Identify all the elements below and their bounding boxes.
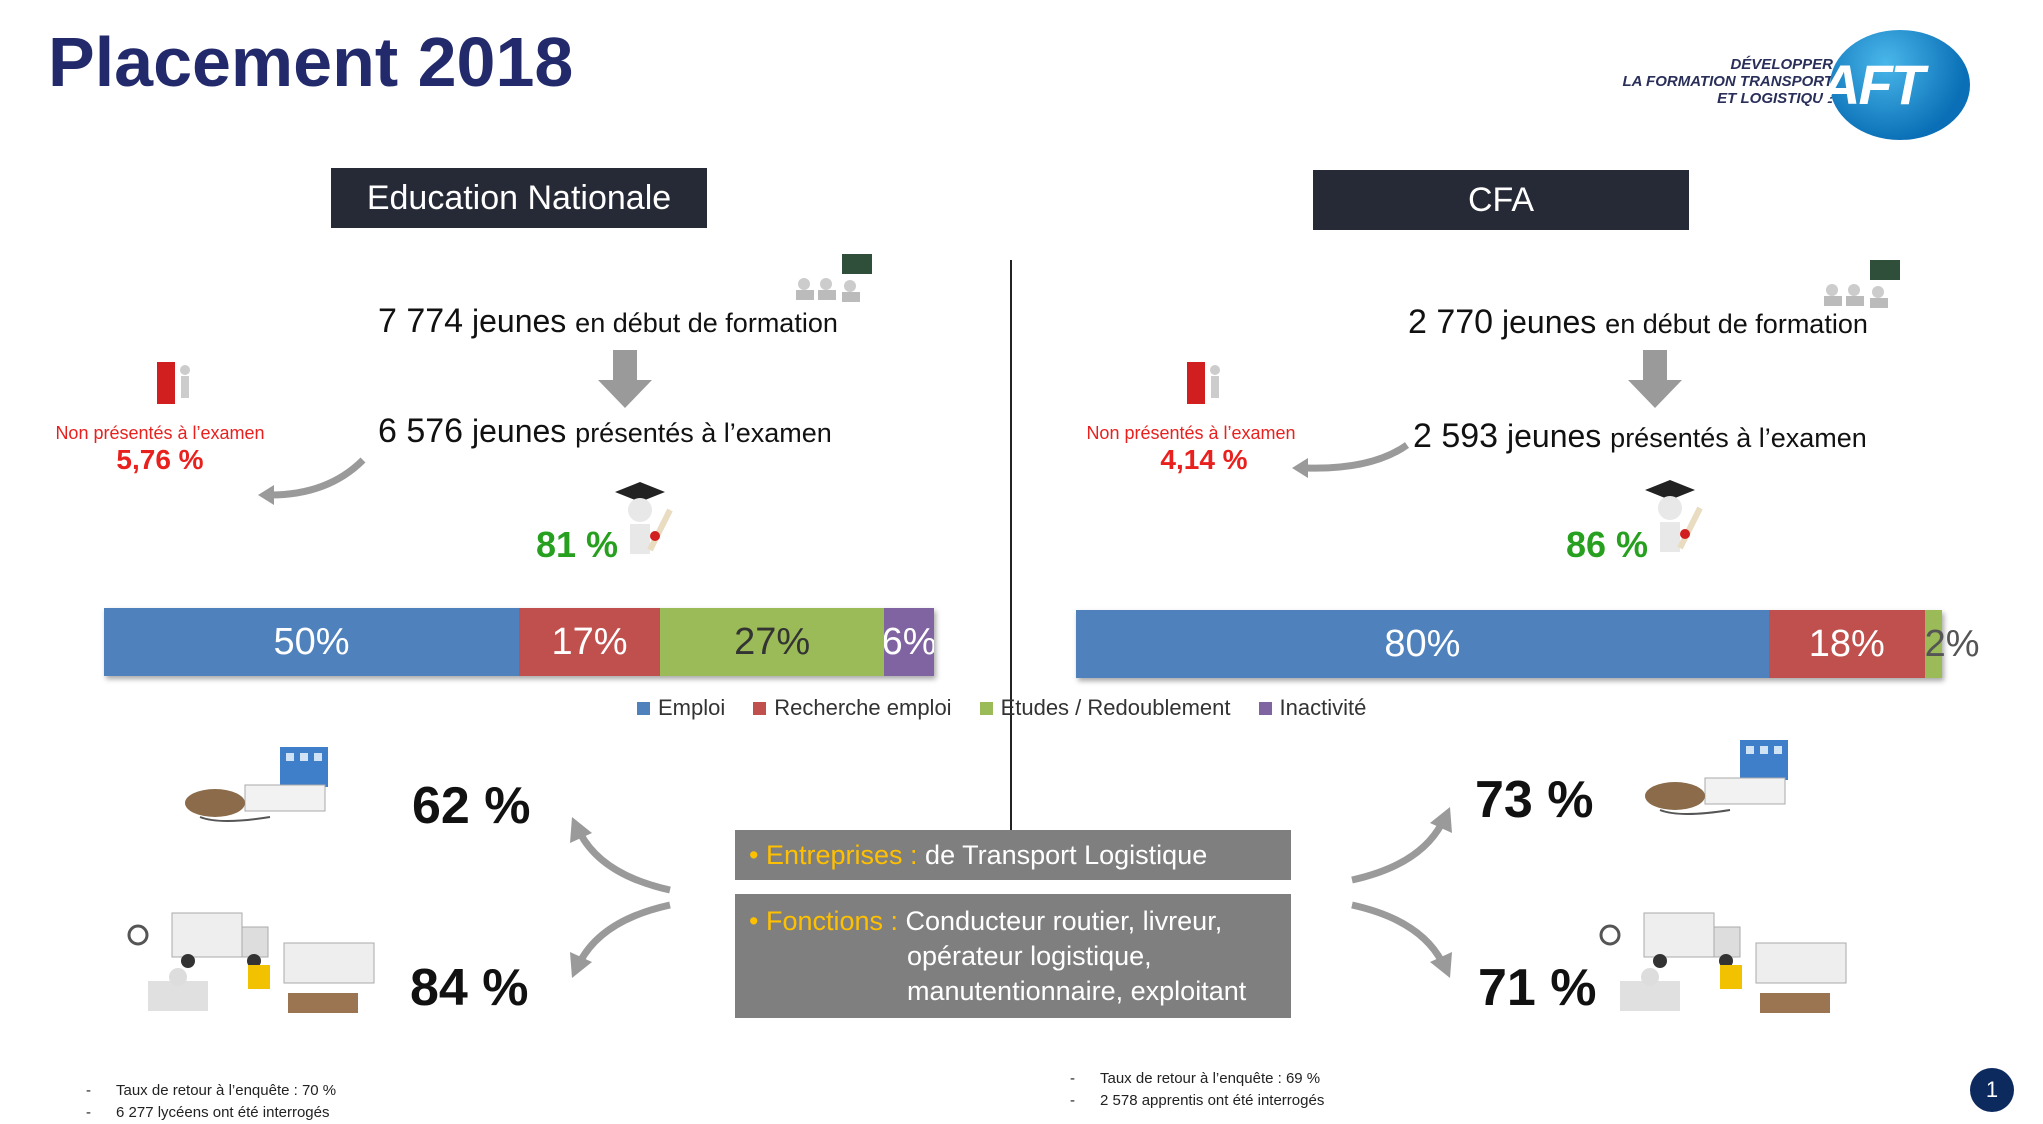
- right-fonction-pct: 71 %: [1478, 959, 1597, 1017]
- logo-line-2: LA FORMATION TRANSPORT: [1622, 73, 1833, 90]
- legend-item-recherche: Recherche emploi: [753, 695, 952, 721]
- left-exam-number: 6 576: [378, 412, 464, 450]
- legend-swatch: [753, 701, 767, 715]
- right-footnotes: -Taux de retour à l’enquête : 69 % -2 57…: [1070, 1068, 1324, 1112]
- legend-swatch: [1258, 701, 1272, 715]
- fonctions-value-2: opérateur logistique,: [907, 941, 1152, 971]
- right-success-pct: 86 %: [1566, 524, 1649, 565]
- left-start-rest: en début de formation: [575, 308, 838, 338]
- right-exam-number: 2 593: [1413, 417, 1499, 455]
- footnote-text: 2 578 apprentis ont été interrogés: [1100, 1092, 1325, 1109]
- legend-item-inactivite: Inactivité: [1258, 695, 1367, 721]
- left-exam-line: 6 576 jeunes présentés à l’examen: [378, 412, 832, 451]
- right-start-number: 2 770: [1408, 303, 1494, 341]
- right-start-rest: en début de formation: [1605, 309, 1868, 339]
- fonctions-value-3: manutentionnaire, exploitant: [907, 976, 1247, 1006]
- logistics-jobs-icon: [1599, 912, 1847, 1013]
- bullet: •: [749, 840, 759, 870]
- legend-label: Recherche emploi: [774, 695, 952, 720]
- right-footnote-2: -2 578 apprentis ont été interrogés: [1070, 1092, 1325, 1109]
- center-divider: [1010, 260, 1012, 830]
- bullet: •: [749, 906, 759, 936]
- curved-arrow-left-icon: [1292, 442, 1410, 478]
- down-arrow-icon: [1628, 350, 1682, 408]
- logistics-jobs-icon: [127, 912, 375, 1013]
- legend-swatch: [637, 701, 650, 715]
- classroom-icon: [1824, 260, 1900, 308]
- logo-brand: AFT: [1820, 53, 1925, 116]
- legend-label: Emploi: [658, 695, 726, 720]
- right-emploi-pct: 73 %: [1475, 771, 1594, 829]
- right-bar-recherche: 18%: [1768, 610, 1925, 678]
- left-footnotes: -Taux de retour à l’enquête : 70 % -6 27…: [86, 1080, 336, 1124]
- footnote-text: Taux de retour à l’enquête : 70 %: [116, 1082, 337, 1099]
- left-bar-recherche: 17%: [519, 608, 661, 676]
- fonctions-box: • Fonctions : Conducteur routier, livreu…: [735, 894, 1291, 1018]
- curved-arrow-down-right-icon: [1351, 901, 1452, 978]
- graduate-icon: [615, 482, 673, 554]
- right-start-word: jeunes: [1501, 304, 1597, 340]
- left-start-word: jeunes: [471, 303, 567, 339]
- section-label-education-nationale: Education Nationale: [331, 168, 707, 228]
- right-exam-line: 2 593 jeunes présentés à l’examen: [1413, 417, 1867, 456]
- left-bar-etudes: 27%: [660, 608, 885, 676]
- company-truck-icon: [185, 747, 328, 822]
- section-label-cfa: CFA: [1313, 170, 1689, 230]
- left-absent-pct: 5,76 %: [116, 444, 204, 475]
- left-start-number: 7 774: [378, 302, 464, 340]
- right-stacked-bar: 80% 18% 2%: [1076, 610, 1980, 678]
- exit-door-icon: [1187, 362, 1220, 404]
- left-footnote-2: -6 277 lycéens ont été interrogés: [86, 1104, 330, 1121]
- left-exam-word: jeunes: [471, 413, 567, 449]
- entreprises-box: • Entreprises : de Transport Logistique: [735, 830, 1291, 880]
- curved-arrow-left-icon: [258, 457, 366, 505]
- left-bar-inactivite: 6%: [884, 608, 934, 676]
- right-bar-etudes: 2%: [1924, 610, 1980, 678]
- right-start-line: 2 770 jeunes en début de formation: [1408, 303, 1868, 342]
- legend-item-etudes: Etudes / Redoublement: [979, 695, 1231, 721]
- footnote-text: Taux de retour à l’enquête : 69 %: [1100, 1070, 1321, 1087]
- left-exam-rest: présentés à l’examen: [575, 418, 832, 448]
- logo-line-3: ET LOGISTIQUE: [1717, 90, 1833, 107]
- right-absent-pct: 4,14 %: [1160, 444, 1248, 475]
- left-emploi-pct: 62 %: [412, 777, 531, 835]
- entreprises-value: de Transport Logistique: [925, 840, 1208, 870]
- left-stacked-bar: 50% 17% 27% 6%: [104, 608, 934, 676]
- legend-label: Inactivité: [1279, 695, 1367, 720]
- legend-item-emploi: Emploi: [637, 695, 725, 721]
- right-bar-emploi: 80%: [1076, 610, 1769, 678]
- classroom-icon: [796, 254, 872, 302]
- left-start-line: 7 774 jeunes en début de formation: [378, 302, 838, 341]
- fonctions-line-1: • Fonctions : Conducteur routier, livreu…: [749, 904, 1291, 939]
- fonctions-key: Fonctions :: [765, 906, 899, 936]
- logo-line-1: DÉVELOPPER: [1730, 56, 1833, 73]
- left-absent-label: Non présentés à l’examen: [55, 423, 265, 443]
- right-footnote-1: -Taux de retour à l’enquête : 69 %: [1070, 1070, 1321, 1087]
- right-exam-rest: présentés à l’examen: [1610, 423, 1867, 453]
- left-bar-emploi: 50%: [104, 608, 519, 676]
- curved-arrow-down-left-icon: [570, 901, 671, 978]
- logo-tagline: DÉVELOPPER LA FORMATION TRANSPORT ET LOG…: [1622, 56, 1833, 107]
- logo-emblem: [1830, 30, 1970, 140]
- graduate-icon: [1645, 480, 1703, 552]
- left-footnote-1: -Taux de retour à l’enquête : 70 %: [86, 1082, 337, 1099]
- curved-arrow-up-left-icon: [570, 817, 671, 894]
- footnote-text: 6 277 lycéens ont été interrogés: [116, 1104, 330, 1121]
- fonctions-value-1: Conducteur routier, livreur,: [905, 906, 1223, 936]
- left-fonction-pct: 84 %: [410, 959, 529, 1017]
- exit-door-icon: [157, 362, 190, 404]
- down-arrow-icon: [598, 350, 652, 408]
- chart-legend: Emploi Recherche emploi Etudes / Redoubl…: [637, 695, 1366, 721]
- legend-swatch: [979, 701, 993, 715]
- curved-arrow-up-right-icon: [1351, 807, 1452, 884]
- company-truck-icon: [1645, 740, 1788, 815]
- left-success-pct: 81 %: [536, 524, 619, 565]
- legend-label: Etudes / Redoublement: [1000, 695, 1231, 720]
- entreprises-key: Entreprises :: [765, 840, 918, 870]
- page-number: 1: [1970, 1068, 2014, 1112]
- right-exam-word: jeunes: [1506, 418, 1602, 454]
- page-title: Placement 2018: [48, 23, 574, 101]
- right-absent-label: Non présentés à l’examen: [1086, 423, 1296, 443]
